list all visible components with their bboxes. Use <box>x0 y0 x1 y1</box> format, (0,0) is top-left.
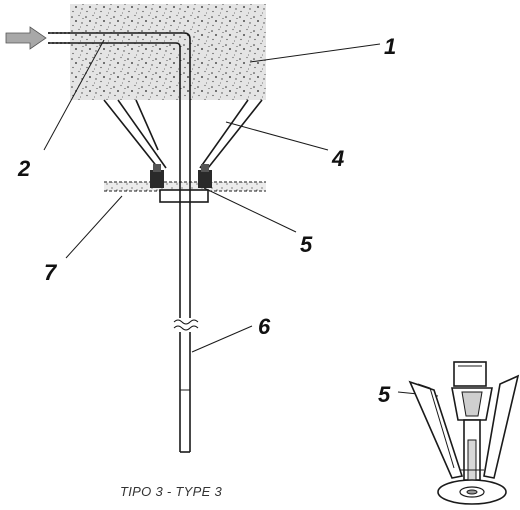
callout-5-detail: 5 <box>378 382 391 407</box>
concrete-ceiling-slab <box>70 4 266 100</box>
support-struts <box>103 99 263 169</box>
anchor-fittings <box>150 164 212 203</box>
leader-lines <box>43 39 439 397</box>
pipe <box>48 32 191 180</box>
arrow-right-icon <box>5 26 47 50</box>
callout-6: 6 <box>258 314 271 339</box>
callout-1: 1 <box>384 34 396 59</box>
anchor-fitting-detail <box>408 361 520 505</box>
callout-4: 4 <box>331 146 344 171</box>
caption: TIPO 3 - TYPE 3 <box>120 484 222 499</box>
drop-pipe <box>173 180 199 453</box>
callout-2: 2 <box>17 156 31 181</box>
callout-5: 5 <box>300 232 313 257</box>
callout-7: 7 <box>44 260 58 285</box>
